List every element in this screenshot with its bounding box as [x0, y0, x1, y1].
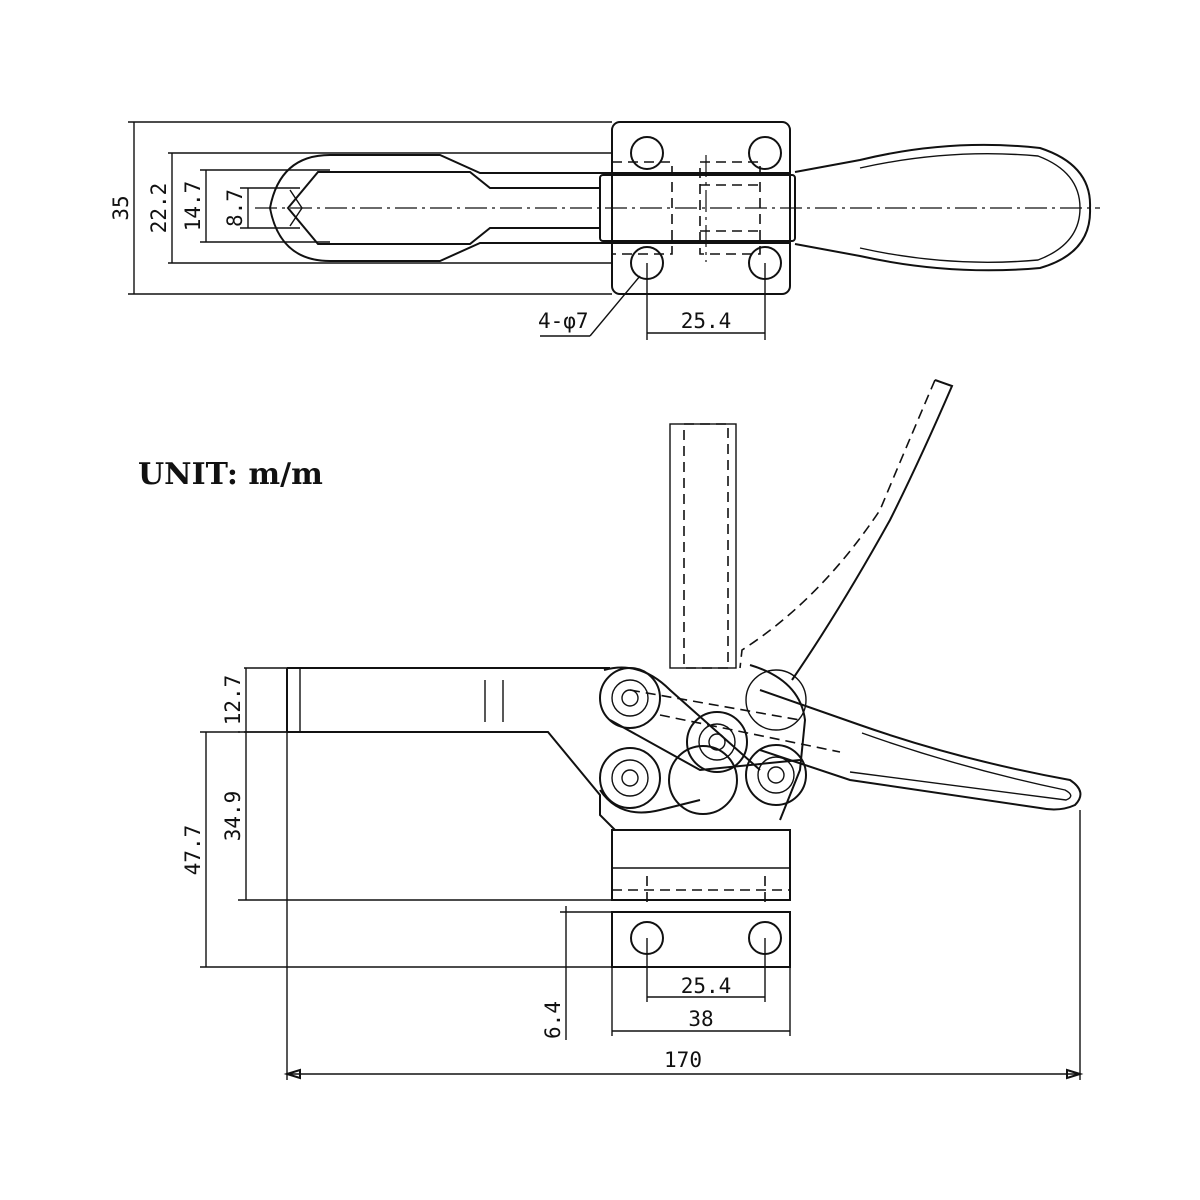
arm-open-position — [669, 379, 954, 681]
base-side — [611, 829, 791, 968]
handle-side — [759, 689, 1082, 811]
dim-slot-outer: 22.2 — [147, 183, 171, 234]
dim-hole-spacing-side: 25.4 — [681, 974, 732, 998]
dim-overall-length: 170 — [664, 1048, 702, 1072]
dim-slot-inner: 8.7 — [223, 189, 247, 227]
top-view: 35 22.2 14.7 8.7 4-φ7 25.4 — [109, 121, 1100, 340]
dim-overall-height: 35 — [109, 195, 133, 220]
dim-slot-mid: 14.7 — [181, 181, 205, 232]
dim-total-height: 47.7 — [181, 825, 205, 876]
dim-hole-spacing-top: 25.4 — [681, 309, 732, 333]
dim-arm-thickness: 12.7 — [221, 675, 245, 726]
linkage — [599, 664, 807, 821]
side-view: 12.7 34.9 47.7 6.4 25.4 38 170 — [181, 379, 1084, 1080]
dim-arm-to-base: 34.9 — [221, 791, 245, 842]
dim-base-width: 38 — [688, 1007, 713, 1031]
unit-label: UNIT: m/m — [138, 457, 323, 492]
dim-hole-callout: 4-φ7 — [538, 309, 589, 333]
pivot-pins — [599, 667, 807, 815]
dim-base-thickness: 6.4 — [541, 1001, 565, 1039]
arm-slot — [286, 171, 600, 245]
